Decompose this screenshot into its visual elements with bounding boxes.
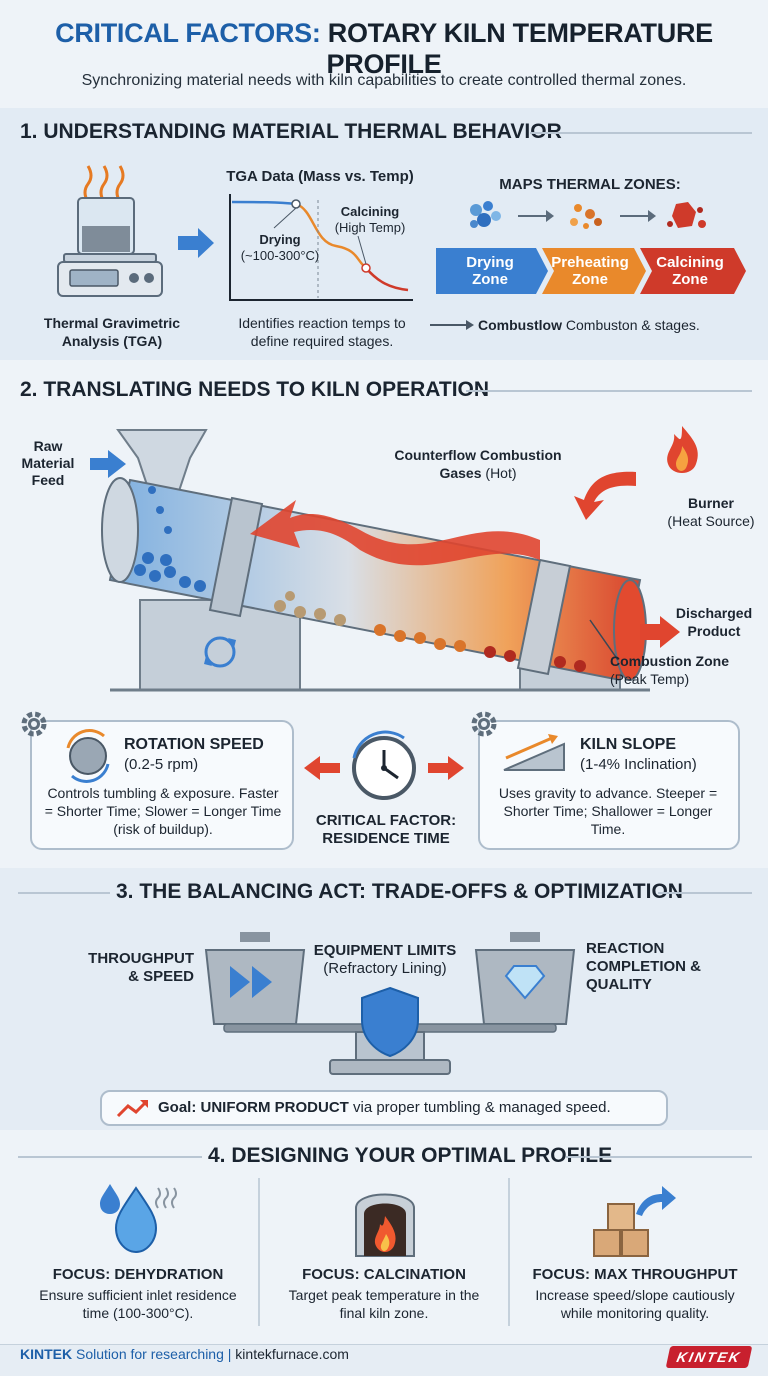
- tga-curve-chart: [229, 194, 413, 301]
- zone-calcining: Calcining Zone: [656, 254, 724, 288]
- throughput-label: THROUGHPUT & SPEED: [88, 950, 194, 985]
- tga-scale-icon: [57, 165, 163, 297]
- section3-rule-left: [18, 892, 110, 894]
- section1-title: 1. UNDERSTANDING MATERIAL THERMAL BEHAVI…: [20, 120, 562, 143]
- slope-icon: [503, 734, 565, 771]
- focus-dehydration-title: FOCUS: DEHYDRATION: [52, 1266, 224, 1283]
- calcining-label: Calcining: [340, 204, 400, 219]
- section3-title: 3. THE BALANCING ACT: TRADE-OFFS & OPTIM…: [116, 880, 683, 903]
- arrow-right-thin-icon: [430, 320, 474, 330]
- counterflow-label: Counterflow Combustion Gases (Hot): [394, 447, 562, 481]
- focus-throughput-title: FOCUS: MAX THROUGHPUT: [532, 1266, 738, 1283]
- section2-rule: [466, 390, 752, 392]
- focus-dehydration-desc: Ensure sufficient inlet residence time (…: [39, 1287, 237, 1321]
- drying-range: (~100-300°C): [240, 248, 320, 263]
- combustion-zone-label: Combustion Zone (Peak Temp): [610, 653, 729, 687]
- arrow-right-icon: [178, 228, 214, 258]
- rotation-desc: Controls tumbling & exposure. Faster = S…: [44, 785, 282, 837]
- section2-title: 2. TRANSLATING NEEDS TO KILN OPERATION: [20, 378, 490, 401]
- col-divider-1: [258, 1178, 260, 1326]
- boxes-throughput-icon: [593, 1186, 676, 1257]
- section1-rule: [530, 132, 752, 134]
- trend-up-icon: [116, 1100, 148, 1118]
- footer-brand: KINTEK Solution for researching | kintek…: [20, 1346, 349, 1362]
- section4-title: 4. DESIGNING YOUR OPTIMAL PROFILE: [208, 1144, 613, 1167]
- gear-icon-2: [471, 711, 497, 737]
- goal-text: Goal: UNIFORM PRODUCT via proper tumblin…: [158, 1099, 611, 1116]
- col-divider-2: [508, 1178, 510, 1326]
- burner-label: Burner (Heat Source): [667, 495, 755, 529]
- rotary-kiln-illustration: [90, 429, 680, 692]
- tga-label: Thermal Gravimetric Analysis (TGA): [43, 315, 181, 349]
- drying-annotation: Drying (~100-300°C): [240, 232, 320, 264]
- rotation-drum-icon: [66, 729, 110, 783]
- calcining-sub: (High Temp): [334, 220, 406, 235]
- arrow-right-icon-2: [428, 756, 464, 780]
- burner-flame-icon: [667, 426, 698, 473]
- rotation-speed-card: [30, 720, 294, 850]
- zone-preheating: Preheating Zone: [551, 254, 629, 288]
- equipment-limits-label: EQUIPMENT LIMITS (Refractory Lining): [313, 942, 457, 977]
- kintek-logo: KINTEK: [665, 1346, 753, 1368]
- critical-factor-label: CRITICAL FACTOR: RESIDENCE TIME: [315, 812, 457, 847]
- slope-range: (1-4% Inclination): [580, 756, 697, 773]
- particle-transition-icon: [470, 201, 706, 229]
- balance-scale-illustration: [204, 932, 576, 1075]
- clock-icon: [352, 730, 416, 800]
- focus-calcination-desc: Target peak temperature in the final kil…: [288, 1287, 480, 1321]
- section4-rule-right: [566, 1156, 752, 1158]
- identifies-text: Identifies reaction temps to define requ…: [238, 315, 406, 349]
- slope-title: KILN SLOPE: [580, 736, 677, 753]
- maps-title: MAPS THERMAL ZONES:: [499, 176, 681, 193]
- water-drop-icon: [100, 1184, 177, 1254]
- section3-rule-right: [658, 892, 752, 894]
- page-title: CRITICAL FACTORS: ROTARY KILN TEMPERATUR…: [0, 18, 768, 80]
- drying-label: Drying: [259, 232, 301, 247]
- zone-chevrons: [436, 248, 746, 294]
- rotation-title: ROTATION SPEED: [124, 736, 264, 753]
- title-accent: CRITICAL FACTORS:: [55, 18, 321, 48]
- goal-box: [100, 1090, 668, 1126]
- reaction-label: REACTION COMPLETION & QUALITY: [586, 940, 701, 993]
- focus-calcination-title: FOCUS: CALCINATION: [302, 1266, 466, 1283]
- page-subtitle: Synchronizing material needs with kiln c…: [81, 72, 687, 89]
- zone-drying: Drying Zone: [466, 254, 514, 288]
- kiln-slope-card: [478, 720, 740, 850]
- gear-icon: [21, 711, 47, 737]
- furnace-flame-icon: [355, 1193, 415, 1257]
- combust-text: Combustlow Combuston & stages.: [478, 317, 700, 333]
- raw-feed-label: Raw Material Feed: [21, 438, 75, 488]
- rotation-range: (0.2-5 rpm): [124, 756, 199, 773]
- arrow-left-icon: [304, 756, 340, 780]
- footer-bar: [0, 1344, 768, 1376]
- footer-site-link[interactable]: kintekfurnace.com: [235, 1346, 349, 1362]
- discharged-label: Discharged Product: [675, 605, 753, 639]
- title-main: ROTARY KILN TEMPERATURE PROFILE: [326, 18, 714, 79]
- section4-rule-left: [18, 1156, 202, 1158]
- chart-title: TGA Data (Mass vs. Temp): [226, 168, 414, 185]
- focus-throughput-desc: Increase speed/slope cautiously while mo…: [535, 1287, 735, 1321]
- slope-desc: Uses gravity to advance. Steeper = Short…: [498, 785, 718, 837]
- calcining-annotation: Calcining (High Temp): [328, 204, 412, 236]
